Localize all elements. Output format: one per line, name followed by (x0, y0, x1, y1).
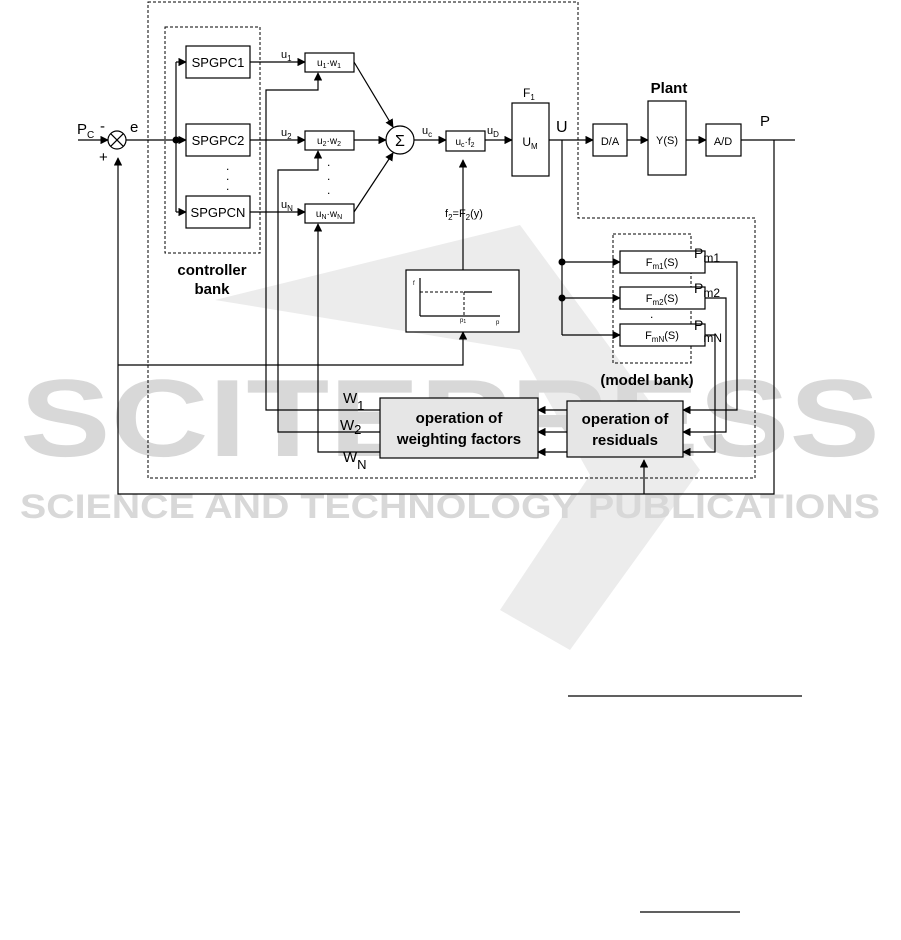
controller-output-label: u2 (281, 127, 292, 141)
model-block: FmN(S) (619, 323, 706, 347)
f1-label: F1 (523, 86, 535, 102)
input-plus-sign: + (99, 149, 108, 166)
controller-bank-label: controller (177, 262, 246, 279)
f2-formula: f2=F2(y) (445, 208, 483, 222)
f2-curve-block: f p p1 (405, 269, 520, 333)
ellipsis-dot: . (327, 183, 330, 197)
model-block: Fm1(S) (619, 250, 706, 274)
input-p-label: PC (77, 121, 94, 141)
controller-block: SPGPCN (185, 195, 251, 229)
svg-text:D/A: D/A (601, 136, 620, 148)
model-output-label: PmN (694, 317, 722, 345)
ellipsis-dot: . (226, 179, 229, 193)
watermark-swoosh (215, 225, 700, 650)
controller-output-label: u1 (281, 49, 292, 63)
svg-text:u1·w1: u1·w1 (317, 58, 341, 70)
svg-text:Σ: Σ (395, 133, 405, 150)
svg-text:UM: UM (522, 135, 538, 151)
ellipsis-dot: . (650, 307, 653, 321)
sum-block: Σ (385, 125, 415, 155)
controller-block: SPGPC2 (185, 123, 251, 157)
gain-f2-block: uc·f2 (445, 130, 486, 152)
da-block: D/A (592, 123, 628, 157)
model-bank-label: (model bank) (600, 372, 693, 389)
svg-text:uc·f2: uc·f2 (455, 137, 474, 149)
svg-text:weighting factors: weighting factors (396, 431, 521, 448)
multiplier-block: u1·w1 (304, 52, 355, 73)
plant-block: Y(S) (647, 100, 687, 176)
svg-text:SPGPC2: SPGPC2 (192, 133, 245, 148)
svg-text:FmN(S): FmN(S) (645, 330, 679, 344)
uc-label: uc (422, 125, 432, 139)
ud-label: uD (487, 125, 499, 139)
output-p-label: P (760, 113, 770, 130)
model-block: Fm2(S) (619, 286, 706, 310)
multiplier-block: uN·wN (304, 203, 355, 224)
svg-text:Y(S): Y(S) (656, 135, 678, 147)
ellipsis-dot: . (226, 169, 229, 183)
ellipsis-dot: . (226, 159, 229, 173)
controller-block: SPGPC1 (185, 45, 251, 79)
weight-label: W2 (340, 417, 361, 437)
svg-text:uN·wN: uN·wN (316, 209, 342, 221)
model-output-label: Pm2 (694, 280, 720, 300)
input-minus-sign: - (100, 118, 105, 135)
svg-text:SPGPCN: SPGPCN (191, 205, 246, 220)
model-output-label: Pm1 (694, 245, 720, 265)
outer-dashed-frame (147, 1, 756, 479)
f2-graph-xlabel: p (496, 320, 500, 326)
controller-output-label: uN (281, 199, 293, 213)
plant-title: Plant (651, 80, 688, 97)
f2-graph-ylabel: f (413, 281, 415, 287)
svg-text:A/D: A/D (714, 136, 732, 148)
um-block: UM (511, 102, 550, 177)
residuals-block: operation of residuals (566, 400, 684, 458)
svg-text:Fm2(S): Fm2(S) (646, 293, 679, 307)
ellipsis-dot: . (327, 169, 330, 183)
svg-text:operation of: operation of (416, 410, 504, 427)
svg-text:Fm1(S): Fm1(S) (646, 257, 679, 271)
multiplier-block: u2·w2 (304, 130, 355, 151)
signal-lines (78, 57, 795, 495)
weighting-factors-block: operation of weighting factors (379, 397, 539, 459)
ad-block: A/D (705, 123, 742, 157)
ellipsis-dot: . (327, 155, 330, 169)
summing-junction (107, 130, 127, 150)
svg-text:residuals: residuals (592, 432, 658, 449)
svg-text:u2·w2: u2·w2 (317, 136, 341, 148)
f2-graph-tick: p1 (460, 318, 466, 325)
svg-text:operation of: operation of (582, 411, 670, 428)
controller-bank-label: bank (194, 281, 230, 298)
junction-dot (558, 258, 566, 266)
svg-text:SPGPC1: SPGPC1 (192, 55, 245, 70)
junction-dot (172, 136, 180, 144)
weight-label: WN (343, 449, 367, 472)
error-label: e (130, 119, 138, 136)
junction-dot (558, 294, 566, 302)
u-signal-label: U (556, 119, 568, 136)
weight-label: W1 (343, 390, 364, 413)
